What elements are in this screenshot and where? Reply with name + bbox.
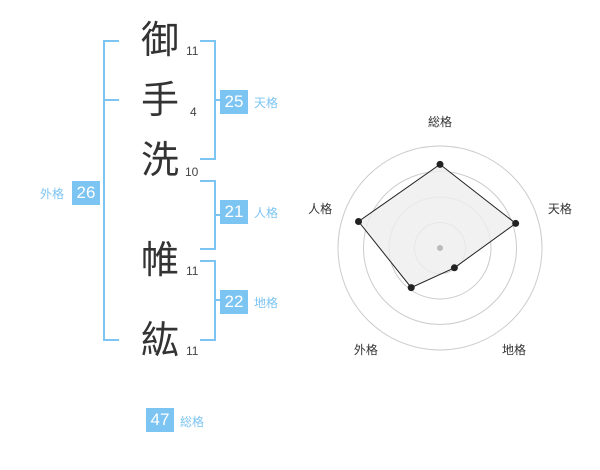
- radar-point-4: [407, 284, 415, 292]
- stroke-count-2: 4: [190, 105, 197, 119]
- gaikaku-bracket-tick: [103, 99, 119, 101]
- tenkaku-label: 天格: [254, 96, 279, 110]
- radar-point-5: [355, 218, 363, 226]
- name-char-5: 紘: [140, 318, 179, 362]
- chikaku-bracket-tick: [214, 299, 222, 301]
- gaikaku-value: 26: [72, 181, 100, 205]
- radar-axis-label-2: 天格: [548, 201, 572, 216]
- stroke-count-5: 11: [186, 344, 199, 358]
- chikaku-value: 22: [220, 290, 248, 314]
- tenkaku-value: 25: [220, 90, 248, 114]
- gaikaku-label: 外格: [40, 187, 65, 201]
- name-char-2: 手: [140, 78, 179, 122]
- radar-point-2: [512, 219, 520, 227]
- radar-area: [357, 163, 517, 289]
- soukaku-label: 総格: [180, 415, 205, 429]
- soukaku-value: 47: [146, 408, 174, 432]
- stroke-count-1: 11: [186, 44, 199, 58]
- radar-axis-label-3: 地格: [502, 342, 526, 357]
- jinkaku-label: 人格: [254, 206, 279, 220]
- tenkaku-bracket-tick: [214, 99, 222, 101]
- stroke-count-4: 11: [186, 264, 199, 278]
- jinkaku-bracket-tick: [214, 214, 222, 216]
- stroke-count-3: 10: [185, 165, 199, 179]
- radar-ring-4: [337, 145, 543, 351]
- radar-axis-label-1: 総格: [428, 114, 452, 129]
- chikaku-label: 地格: [254, 296, 279, 310]
- name-char-1: 御: [140, 18, 179, 62]
- radar-point-1: [436, 160, 444, 168]
- name-char-4: 帷: [140, 238, 179, 282]
- radar-axis-label-5: 人格: [308, 201, 332, 216]
- name-char-3: 洗: [140, 138, 179, 182]
- radar-axis-label-4: 外格: [354, 342, 378, 357]
- jinkaku-value: 21: [220, 200, 248, 224]
- radar-center-dot: [437, 245, 443, 251]
- radar-point-3: [450, 264, 458, 272]
- gaikaku-bracket: [103, 40, 119, 341]
